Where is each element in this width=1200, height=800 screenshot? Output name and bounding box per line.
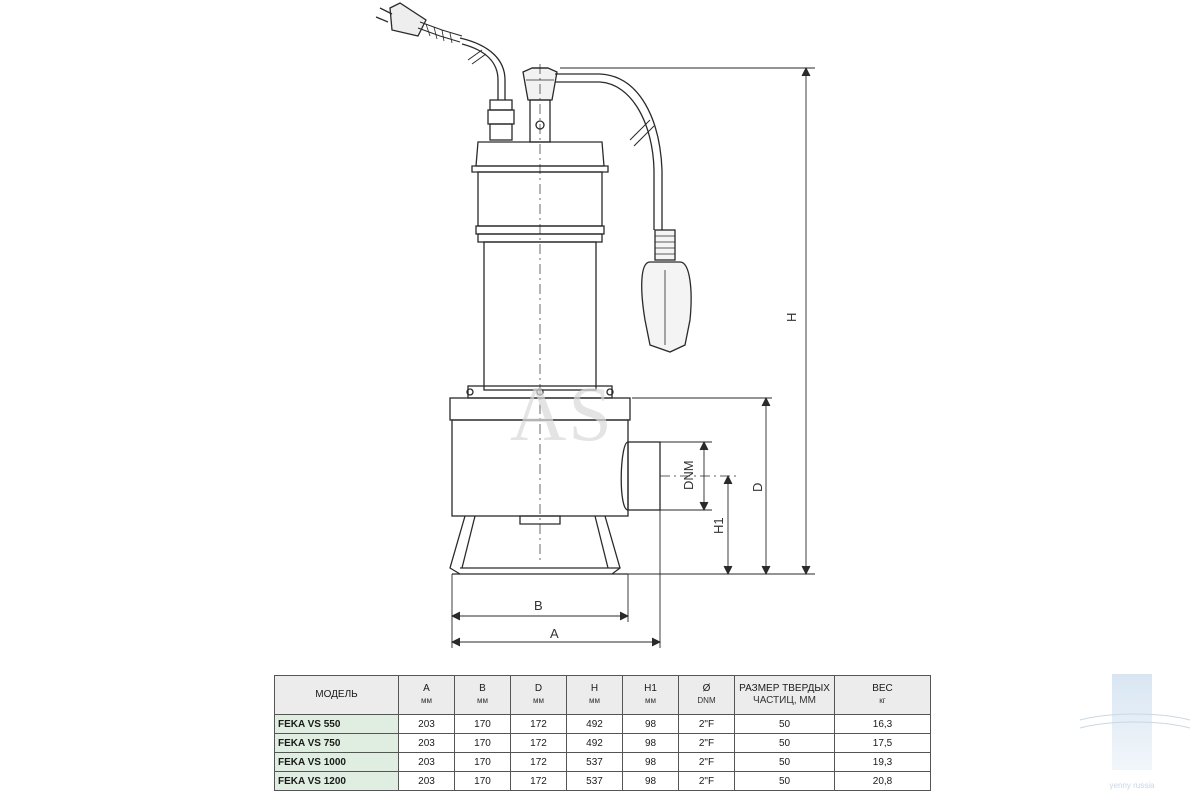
table-row: FEKA VS 550 203 170 172 492 98 2"F 50 16… <box>274 714 931 734</box>
cell-h1: 98 <box>622 752 679 772</box>
cell-a: 203 <box>398 714 455 734</box>
cell-h1: 98 <box>622 733 679 753</box>
float-switch-cable <box>555 73 663 230</box>
float-switch <box>641 229 692 353</box>
cell-solids: 50 <box>734 771 835 791</box>
model-cell: FEKA VS 750 <box>274 733 399 753</box>
table-row: FEKA VS 750 203 170 172 492 98 2"F 50 17… <box>274 733 931 753</box>
cell-dnm: 2"F <box>678 771 735 791</box>
cell-weight: 17,5 <box>834 733 931 753</box>
model-cell: FEKA VS 1000 <box>274 752 399 772</box>
motor-cap <box>471 141 609 243</box>
power-cable <box>459 37 506 100</box>
cell-weight: 16,3 <box>834 714 931 734</box>
cell-a: 203 <box>398 752 455 772</box>
discharge-outlet <box>620 441 740 511</box>
watermark: AS <box>510 370 614 457</box>
cell-h: 537 <box>566 771 623 791</box>
dimension-label-dnm: DNM <box>681 460 696 490</box>
cell-a: 203 <box>398 771 455 791</box>
pump-technical-drawing: AS H D H1 DNM B A <box>375 2 815 648</box>
cell-solids: 50 <box>734 752 835 772</box>
column-header-model: МОДЕЛЬ <box>274 675 399 715</box>
model-cell: FEKA VS 550 <box>274 714 399 734</box>
cell-dnm: 2"F <box>678 733 735 753</box>
cell-d: 172 <box>510 714 567 734</box>
cell-weight: 19,3 <box>834 752 931 772</box>
dimension-label-h1: H1 <box>711 517 726 534</box>
cable-gland <box>487 99 515 141</box>
model-cell: FEKA VS 1200 <box>274 771 399 791</box>
dimension-label-b: B <box>534 598 543 613</box>
cell-d: 172 <box>510 733 567 753</box>
table-row: FEKA VS 1200 203 170 172 537 98 2"F 50 2… <box>274 771 931 791</box>
brand-logo-text: yenny russia <box>1110 781 1155 790</box>
cell-b: 170 <box>454 771 511 791</box>
table-row: FEKA VS 1000 203 170 172 537 98 2"F 50 1… <box>274 752 931 772</box>
cell-solids: 50 <box>734 733 835 753</box>
cell-dnm: 2"F <box>678 714 735 734</box>
dimension-label-d: D <box>750 483 765 492</box>
cell-h1: 98 <box>622 714 679 734</box>
brand-logo: yenny russia <box>1079 674 1191 790</box>
dimension-label-h: H <box>784 313 799 322</box>
power-plug-icon <box>375 2 463 44</box>
cell-h1: 98 <box>622 771 679 791</box>
cell-h: 492 <box>566 733 623 753</box>
cell-d: 172 <box>510 771 567 791</box>
cell-a: 203 <box>398 733 455 753</box>
cell-h: 537 <box>566 752 623 772</box>
cell-b: 170 <box>454 752 511 772</box>
cell-d: 172 <box>510 752 567 772</box>
cell-solids: 50 <box>734 714 835 734</box>
cell-b: 170 <box>454 733 511 753</box>
cell-b: 170 <box>454 714 511 734</box>
pump-base-stand <box>449 515 628 575</box>
cell-dnm: 2"F <box>678 752 735 772</box>
pump-handle <box>522 64 558 560</box>
dimension-label-a: A <box>550 626 559 641</box>
cell-h: 492 <box>566 714 623 734</box>
cell-weight: 20,8 <box>834 771 931 791</box>
